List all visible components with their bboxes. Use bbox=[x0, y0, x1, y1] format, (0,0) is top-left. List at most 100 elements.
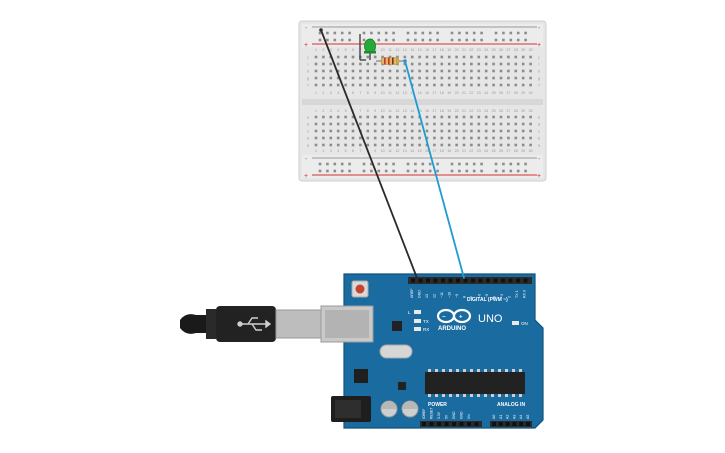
breadboard-hole[interactable] bbox=[440, 115, 444, 119]
rail-hole[interactable] bbox=[318, 169, 322, 173]
breadboard-hole[interactable] bbox=[373, 69, 377, 73]
breadboard-hole[interactable] bbox=[447, 136, 451, 140]
breadboard-hole[interactable] bbox=[381, 55, 384, 59]
breadboard-hole[interactable] bbox=[514, 83, 518, 87]
power-pin-socket[interactable] bbox=[444, 422, 449, 426]
breadboard-hole[interactable] bbox=[484, 83, 488, 87]
breadboard-hole[interactable] bbox=[336, 76, 340, 80]
rail-hole[interactable] bbox=[406, 38, 410, 42]
breadboard-hole[interactable] bbox=[492, 143, 495, 147]
breadboard-hole[interactable] bbox=[418, 143, 421, 147]
breadboard-hole[interactable] bbox=[329, 143, 333, 147]
breadboard-hole[interactable] bbox=[455, 129, 458, 133]
black-ground-wire[interactable] bbox=[320, 29, 418, 279]
breadboard-hole[interactable] bbox=[351, 143, 355, 147]
breadboard-hole[interactable] bbox=[396, 143, 399, 147]
breadboard-hole[interactable] bbox=[351, 69, 355, 73]
breadboard-hole[interactable] bbox=[477, 122, 481, 126]
breadboard-hole[interactable] bbox=[373, 115, 377, 119]
rail-hole[interactable] bbox=[421, 169, 425, 173]
rail-hole[interactable] bbox=[524, 169, 527, 173]
rail-hole[interactable] bbox=[377, 162, 381, 166]
breadboard-hole[interactable] bbox=[447, 115, 451, 119]
breadboard-hole[interactable] bbox=[314, 136, 318, 140]
breadboard-hole[interactable] bbox=[521, 62, 525, 66]
rail-hole[interactable] bbox=[362, 38, 366, 42]
breadboard-hole[interactable] bbox=[462, 55, 466, 59]
breadboard-hole[interactable] bbox=[381, 69, 384, 73]
power-pin-socket[interactable] bbox=[474, 422, 479, 426]
breadboard-hole[interactable] bbox=[433, 143, 436, 147]
rail-hole[interactable] bbox=[516, 169, 520, 173]
breadboard-hole[interactable] bbox=[344, 69, 347, 73]
rail-hole[interactable] bbox=[370, 162, 373, 166]
breadboard-hole[interactable] bbox=[388, 143, 392, 147]
breadboard-hole[interactable] bbox=[410, 55, 414, 59]
breadboard-hole[interactable] bbox=[529, 143, 532, 147]
breadboard-hole[interactable] bbox=[388, 122, 392, 126]
breadboard-hole[interactable] bbox=[499, 55, 503, 59]
breadboard-hole[interactable] bbox=[351, 55, 355, 59]
breadboard[interactable]: - + - + - + - + 123456789101112131415161… bbox=[298, 20, 547, 182]
breadboard-hole[interactable] bbox=[499, 122, 503, 126]
breadboard-hole[interactable] bbox=[329, 62, 333, 66]
breadboard-hole[interactable] bbox=[507, 55, 510, 59]
breadboard-hole[interactable] bbox=[366, 62, 370, 66]
breadboard-hole[interactable] bbox=[433, 129, 436, 133]
breadboard-hole[interactable] bbox=[484, 115, 488, 119]
header-sockets[interactable] bbox=[411, 278, 530, 427]
breadboard-hole[interactable] bbox=[521, 76, 525, 80]
usb-cable[interactable] bbox=[180, 306, 323, 342]
breadboard-hole[interactable] bbox=[529, 83, 532, 87]
rail-hole[interactable] bbox=[509, 38, 513, 42]
rail-hole[interactable] bbox=[516, 31, 520, 35]
breadboard-hole[interactable] bbox=[336, 122, 340, 126]
breadboard-hole[interactable] bbox=[373, 143, 377, 147]
breadboard-hole[interactable] bbox=[440, 136, 444, 140]
breadboard-hole[interactable] bbox=[447, 83, 451, 87]
digital-pin-socket[interactable] bbox=[448, 278, 453, 283]
rail-hole[interactable] bbox=[458, 162, 461, 166]
rail-hole[interactable] bbox=[524, 31, 527, 35]
breadboard-hole[interactable] bbox=[425, 62, 429, 66]
breadboard-hole[interactable] bbox=[396, 83, 399, 87]
breadboard-hole[interactable] bbox=[418, 69, 421, 73]
breadboard-hole[interactable] bbox=[477, 69, 481, 73]
breadboard-hole[interactable] bbox=[507, 129, 510, 133]
breadboard-hole[interactable] bbox=[396, 115, 399, 119]
breadboard-hole[interactable] bbox=[440, 62, 444, 66]
breadboard-hole[interactable] bbox=[470, 55, 473, 59]
power-pin-socket[interactable] bbox=[422, 422, 426, 426]
rail-hole[interactable] bbox=[494, 169, 498, 173]
breadboard-hole[interactable] bbox=[477, 129, 481, 133]
breadboard-hole[interactable] bbox=[433, 115, 436, 119]
breadboard-hole[interactable] bbox=[336, 69, 340, 73]
rail-hole[interactable] bbox=[472, 31, 476, 35]
breadboard-hole[interactable] bbox=[366, 69, 370, 73]
breadboard-hole[interactable] bbox=[477, 115, 481, 119]
analog-header[interactable] bbox=[490, 421, 532, 427]
breadboard-hole[interactable] bbox=[351, 83, 355, 87]
breadboard-hole[interactable] bbox=[484, 55, 488, 59]
breadboard-hole[interactable] bbox=[484, 76, 488, 80]
breadboard-hole[interactable] bbox=[322, 129, 325, 133]
breadboard-hole[interactable] bbox=[514, 136, 518, 140]
breadboard-hole[interactable] bbox=[381, 83, 384, 87]
rail-hole[interactable] bbox=[340, 31, 344, 35]
breadboard-hole[interactable] bbox=[433, 69, 436, 73]
breadboard-hole[interactable] bbox=[521, 115, 525, 119]
rail-hole[interactable] bbox=[472, 38, 476, 42]
blue-signal-wire[interactable] bbox=[404, 60, 465, 279]
rail-hole[interactable] bbox=[465, 38, 469, 42]
digital-header[interactable] bbox=[408, 277, 532, 284]
rail-hole[interactable] bbox=[421, 31, 425, 35]
breadboard-hole[interactable] bbox=[418, 83, 421, 87]
breadboard-hole[interactable] bbox=[447, 69, 451, 73]
breadboard-hole[interactable] bbox=[425, 83, 429, 87]
breadboard-hole[interactable] bbox=[322, 136, 325, 140]
breadboard-hole[interactable] bbox=[529, 136, 532, 140]
breadboard-hole[interactable] bbox=[418, 55, 421, 59]
rail-hole[interactable] bbox=[414, 38, 417, 42]
breadboard-hole[interactable] bbox=[462, 136, 466, 140]
rail-hole[interactable] bbox=[480, 31, 483, 35]
